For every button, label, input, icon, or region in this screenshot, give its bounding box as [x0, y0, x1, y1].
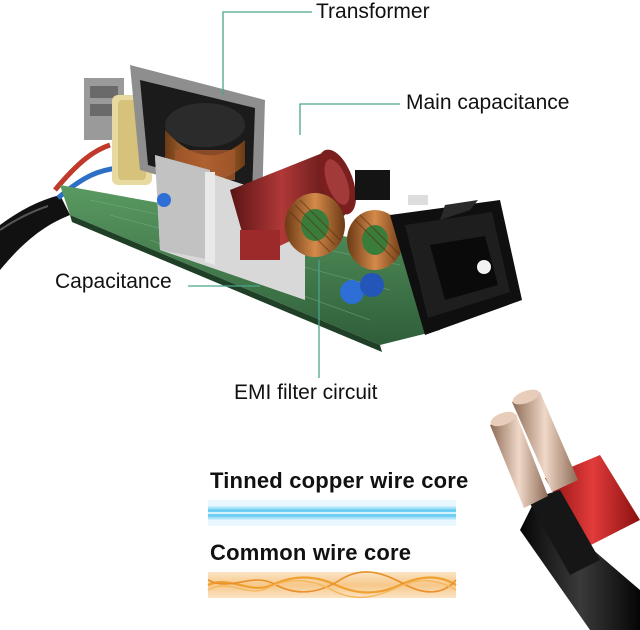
heatsink: [155, 155, 305, 300]
emi-filter-coils: [285, 193, 403, 270]
main-capacitance-label: Main capacitance: [406, 91, 570, 114]
common-core-label: Common wire core: [210, 540, 412, 565]
leader-transformer: [222, 11, 312, 95]
blue-capacitors: [157, 193, 384, 304]
common-core-sample: [207, 571, 457, 599]
ac-input-socket: [390, 195, 522, 335]
leader-lines: [188, 11, 400, 378]
leader-main-capacitance: [299, 103, 400, 135]
tinned-core-sample: [208, 500, 456, 526]
tinned-core-label: Tinned copper wire core: [210, 468, 469, 493]
cable-cross-section: [490, 389, 640, 630]
capacitance-label: Capacitance: [55, 270, 172, 293]
transformer-label: Transformer: [316, 0, 430, 23]
emi-filter-label: EMI filter circuit: [234, 381, 378, 404]
relay-component: [355, 170, 390, 200]
main-capacitor: [230, 149, 357, 260]
